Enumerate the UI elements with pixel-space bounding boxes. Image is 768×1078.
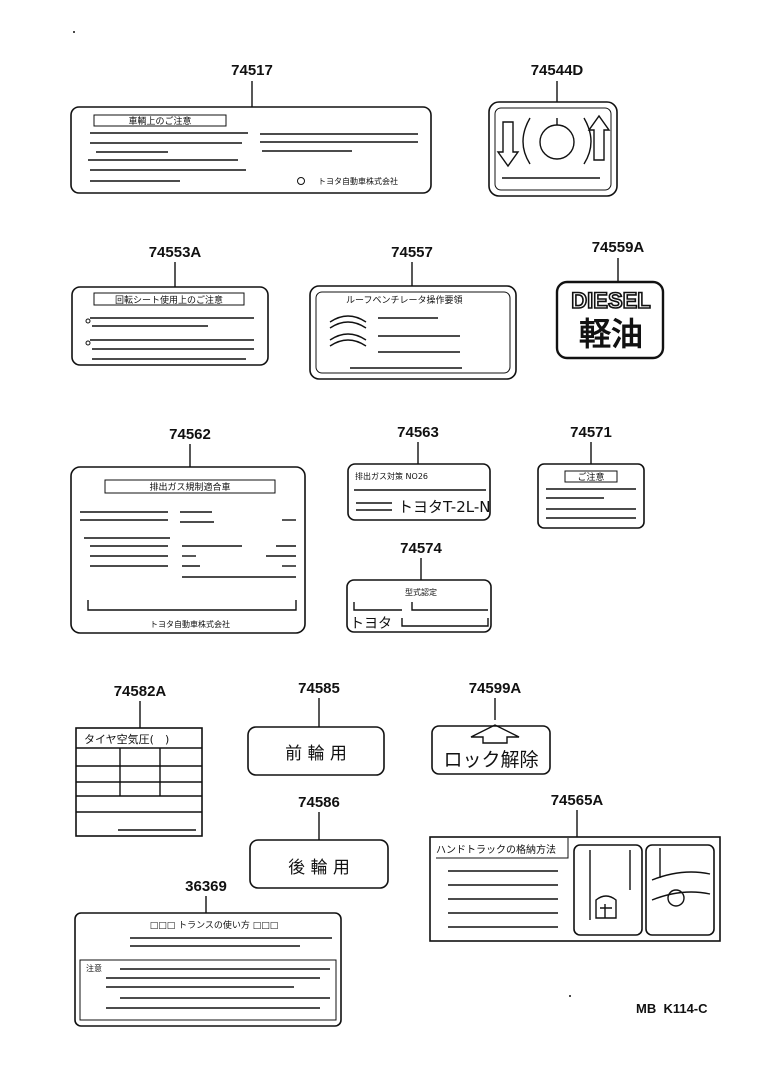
maker-text: トヨタ自動車株式会社 [150,619,230,629]
part-number: 74565A [551,792,604,809]
diesel-text: DIESEL [571,288,650,313]
part-number: 74562 [169,426,211,443]
label-74562: 74562 排出ガス規制適合車 トヨタ自動車株式会社 [70,426,306,634]
part-number: 36369 [185,878,227,895]
part-number: 74599A [469,680,522,697]
label-74517: 74517 車輌上のご注意 トヨタ自動車株式会社 [70,62,432,194]
part-number: 74517 [231,62,273,79]
front-wheel-text: 前 輪 用 [285,744,347,764]
note-text: 注意 [86,963,102,973]
label-title: 排出ガス規制適合車 [149,481,230,493]
label-74544D: 74544D [488,62,618,197]
label-74574: 74574 型式認定 トヨタ [346,540,492,633]
label-74559A: 74559A DIESEL 軽油 [555,239,665,360]
label-74557: 74557 ルーフベンチレータ操作要領 [309,244,517,380]
label-74585: 74585 前 輪 用 [247,680,385,776]
part-number: 74571 [570,424,612,441]
part-number: 74563 [397,424,439,441]
label-74582A: 74582A タイヤ空気圧( ) [75,683,203,837]
label-74565A: 74565A ハンドトラックの格納方法 [429,792,721,942]
label-title: タイヤ空気圧( ) [84,732,169,746]
part-number: 74559A [592,239,645,256]
engine-code-text: トヨタT-2L-N [398,498,490,516]
figure-code: MB K114-C [636,1001,708,1016]
label-title: 回転シート使用上のご注意 [115,294,223,306]
label-36369: 36369 □□□ トランスの使い方 □□□ 注意 [74,878,342,1027]
label-title: □□□ トランスの使い方 □□□ [150,919,279,931]
part-number: 74544D [531,62,584,79]
label-74586: 74586 後 輪 用 [249,794,389,889]
label-74571: 74571 ご注意 [537,424,645,529]
maker-text: トヨタ [350,616,392,632]
label-title: ハンドトラックの格納方法 [436,843,556,856]
maker-text: トヨタ自動車株式会社 [318,176,398,186]
part-number: 74585 [298,680,340,697]
label-title: 型式認定 [405,587,437,597]
label-74599A: 74599A ロック解除 [431,680,551,775]
label-title: ルーフベンチレータ操作要領 [346,294,462,306]
label-74553A: 74553A 回転シート使用上のご注意 [71,244,269,366]
label-title: ご注意 [577,471,604,483]
part-number: 74586 [298,794,340,811]
part-number: 74557 [391,244,433,261]
emission-text: 排出ガス対策 NO26 [355,471,428,481]
fuel-type-text: 軽油 [579,315,643,353]
rear-wheel-text: 後 輪 用 [288,858,350,878]
part-number: 74574 [400,540,442,557]
label-74563: 74563 排出ガス対策 NO26 トヨタT-2L-N [347,424,491,521]
part-number: 74553A [149,244,202,261]
lock-release-text: ロック解除 [443,749,538,771]
label-title: 車輌上のご注意 [128,115,191,127]
part-number: 74582A [114,683,167,700]
